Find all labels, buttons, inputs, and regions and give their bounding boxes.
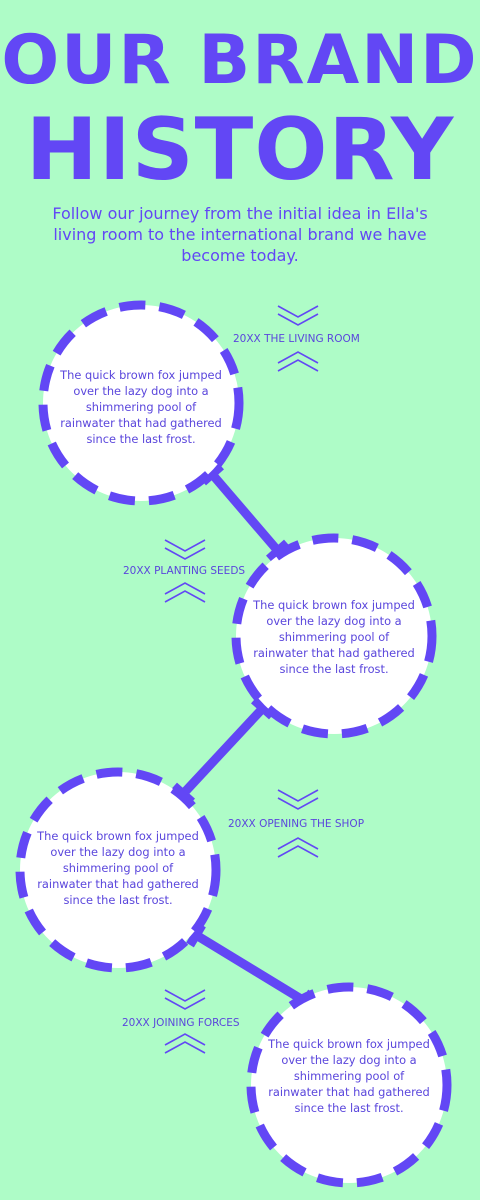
milestone-description: The quick brown fox jumped over the lazy… [60,368,222,446]
milestone-circle [246,982,452,1188]
milestone-circle [38,300,244,506]
chevron-down-icon [277,789,319,810]
timeline-connector [193,931,309,1006]
timeline-connector [208,471,282,554]
milestone-circle [15,767,221,973]
subtitle: Follow our journey from the initial idea… [52,204,428,265]
page-title: OUR BRAND HISTORY [0,20,480,198]
milestone-label: 20XX PLANTING SEEDS [123,565,246,577]
chevron-up-icon [164,582,206,603]
timeline-connector [179,704,267,798]
milestone-label: 20XX OPENING THE SHOP [228,818,365,830]
page-title-line2: HISTORY [25,100,455,200]
chevron-down-icon [164,539,206,560]
milestone-circle [231,533,437,739]
chevron-down-icon [164,989,206,1010]
milestone-description: The quick brown fox jumped over the lazy… [253,598,415,676]
milestone-label: 20XX THE LIVING ROOM [233,333,360,345]
chevron-up-icon [164,1033,206,1054]
chevron-up-icon [277,837,319,858]
milestone-description: The quick brown fox jumped over the lazy… [268,1037,430,1115]
chevron-up-icon [277,351,319,372]
milestone-description: The quick brown fox jumped over the lazy… [37,829,199,907]
page-title-line1: OUR BRAND [1,21,479,100]
milestone-label: 20XX JOINING FORCES [122,1017,240,1029]
chevron-down-icon [277,305,319,326]
